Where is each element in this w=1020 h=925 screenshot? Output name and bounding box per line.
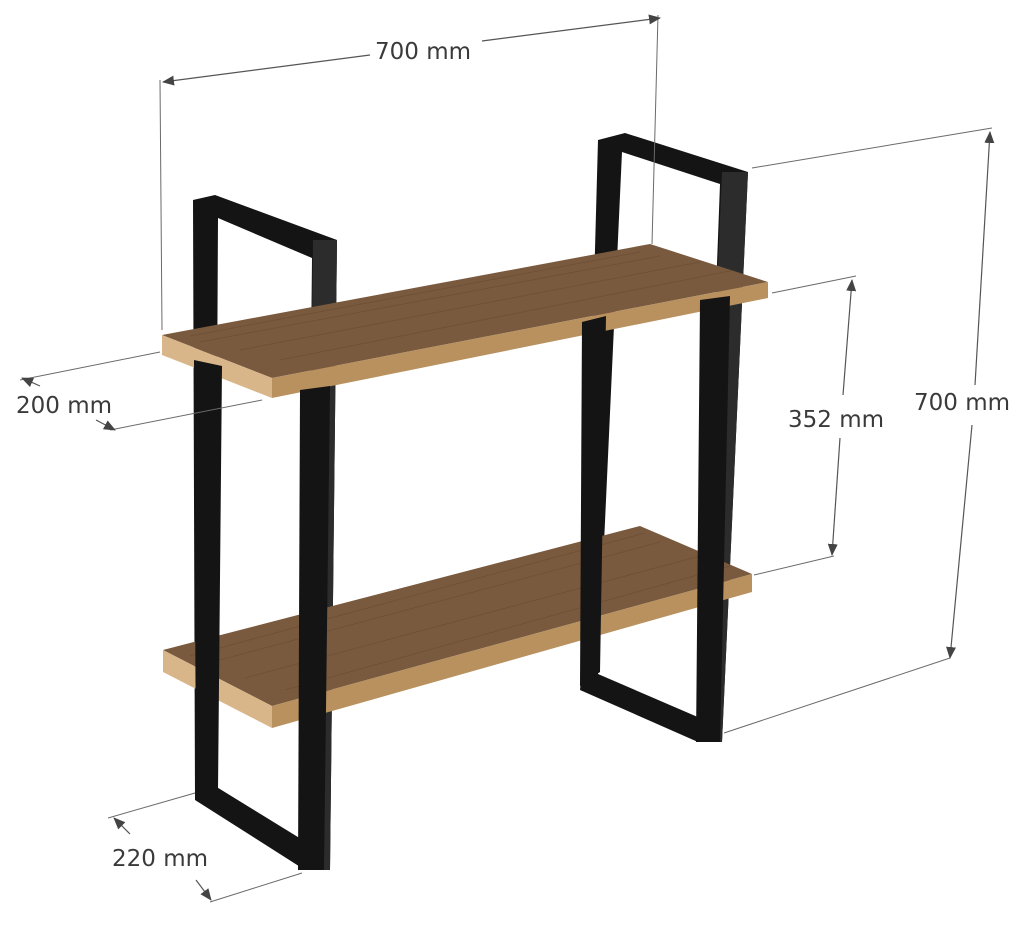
label-top-width: 700 mm: [375, 39, 471, 65]
label-frame-depth: 220 mm: [112, 846, 208, 872]
dim-shelf-depth: 200 mm: [16, 351, 263, 431]
label-shelf-spacing: 352 mm: [788, 407, 884, 433]
label-shelf-depth: 200 mm: [16, 393, 112, 419]
top-shelf: [162, 244, 768, 398]
dim-frame-depth: 220 mm: [107, 792, 303, 903]
dim-top-width: 700 mm: [159, 14, 661, 331]
dim-shelf-spacing: 352 mm: [753, 275, 884, 576]
dim-right-height: 700 mm: [723, 127, 1010, 734]
front-uprights: [194, 296, 730, 870]
label-right-height: 700 mm: [914, 390, 1010, 416]
